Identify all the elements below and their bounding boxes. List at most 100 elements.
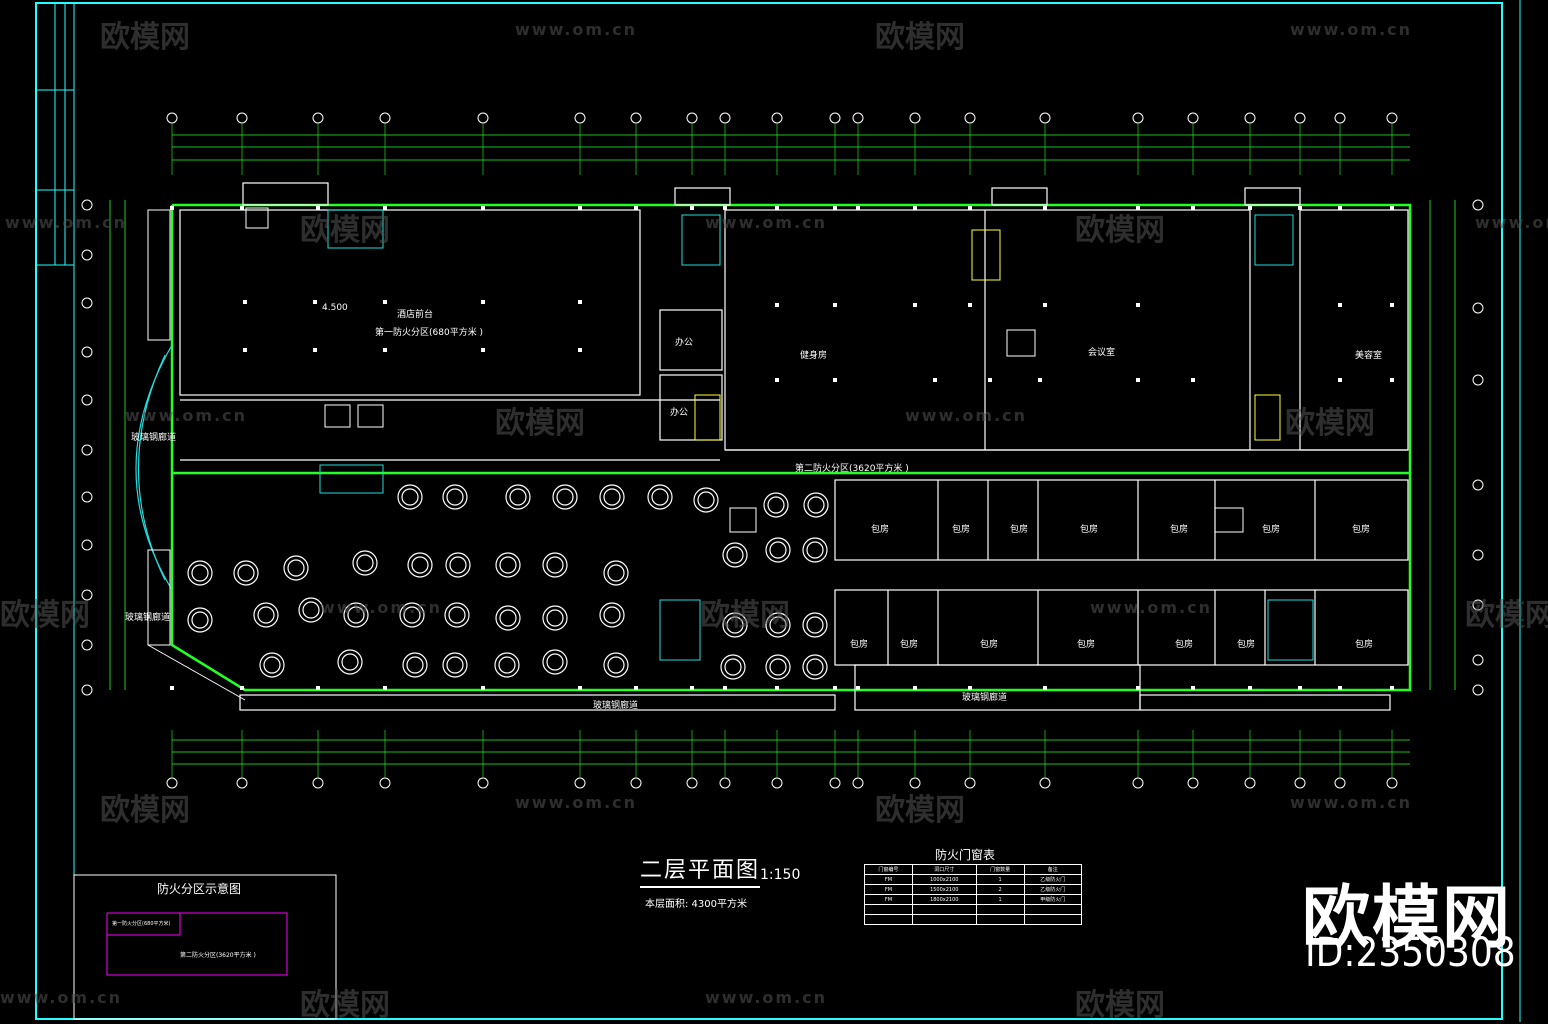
table-row: FM 1500x2100 2 乙级防火门 <box>864 884 1083 895</box>
column <box>1191 686 1195 690</box>
dining-table <box>259 652 285 678</box>
dining-table <box>693 487 719 513</box>
axis-bubble <box>477 777 489 789</box>
axis-bubble <box>81 249 93 261</box>
column <box>775 206 779 210</box>
column <box>833 378 837 382</box>
label-corridor-glass-1: 玻璃钢廊道 <box>131 433 177 443</box>
label-private-room: 包房 <box>1352 525 1371 535</box>
axis-bubble <box>909 112 921 124</box>
label-beauty: 美容室 <box>1355 351 1383 361</box>
dining-table-inner <box>448 606 466 624</box>
column <box>833 686 837 690</box>
dining-table <box>407 552 433 578</box>
label-private-room: 包房 <box>1262 525 1281 535</box>
label-elevation: 4.500 <box>322 303 348 313</box>
interior-walls <box>179 182 1409 711</box>
axis-bubble <box>1334 777 1346 789</box>
axis-bubble <box>852 777 864 789</box>
dining-table-inner <box>263 656 281 674</box>
structural-columns <box>170 206 1394 690</box>
dining-table-inner <box>607 656 625 674</box>
dining-table-inner <box>406 656 424 674</box>
axis-bubble <box>719 777 731 789</box>
axis-bubble <box>81 684 93 696</box>
table-cell: 1 <box>975 894 1025 905</box>
dining-table <box>802 612 828 638</box>
label-private-room: 包房 <box>871 525 890 535</box>
column <box>723 206 727 210</box>
column <box>1390 206 1394 210</box>
axis-bubble <box>81 539 93 551</box>
table-cell: 1800x2100 <box>911 894 977 905</box>
column <box>775 686 779 690</box>
axis-bubbles-bottom <box>166 730 1398 789</box>
axis-bubble <box>852 112 864 124</box>
door-schedule-header-row: 门窗编号 洞口尺寸 门窗数量 备注 <box>864 864 1083 875</box>
column <box>1390 686 1394 690</box>
dining-table-inner <box>651 488 669 506</box>
column <box>316 206 320 210</box>
axis-bubble <box>1472 654 1484 666</box>
legend-zone2-label: 第二防火分区(3620平方米 ) <box>180 952 256 959</box>
label-private-room: 包房 <box>1175 640 1194 650</box>
column <box>243 300 247 304</box>
column <box>1338 686 1342 690</box>
dining-table-inner <box>446 488 464 506</box>
axis-bubble <box>81 444 93 456</box>
axis-bubble <box>1334 112 1346 124</box>
dining-table-inner <box>556 488 574 506</box>
dining-table-inner <box>257 606 275 624</box>
dining-table-inner <box>287 559 305 577</box>
dining-table-inner <box>509 488 527 506</box>
axis-bubble <box>1187 112 1199 124</box>
axis-bubble <box>236 112 248 124</box>
axis-bubbles-top <box>166 112 1398 175</box>
table-row: FM 1800x2100 1 甲级防火门 <box>864 894 1083 905</box>
dining-table <box>722 542 748 568</box>
column <box>1136 686 1140 690</box>
label-private-room: 包房 <box>850 640 869 650</box>
label-private-room: 包房 <box>1077 640 1096 650</box>
label-private-room: 包房 <box>1237 640 1256 650</box>
axis-bubble <box>1472 302 1484 314</box>
legend-zone-outline <box>106 912 288 976</box>
column <box>968 686 972 690</box>
column <box>856 686 860 690</box>
column <box>243 348 247 352</box>
label-private-room: 包房 <box>980 640 999 650</box>
label-private-room: 包房 <box>900 640 919 650</box>
dining-table <box>495 605 521 631</box>
label-conference: 会议室 <box>1088 348 1116 358</box>
dining-table-inner <box>341 653 359 671</box>
axis-bubbles-right <box>1472 199 1484 696</box>
dining-table <box>722 612 748 638</box>
label-corridor-glass-4: 玻璃钢廊道 <box>962 693 1008 703</box>
axis-bubble <box>1472 199 1484 211</box>
dining-table <box>445 552 471 578</box>
column <box>1338 206 1342 210</box>
axis-bubble <box>236 777 248 789</box>
dining-table-inner <box>411 556 429 574</box>
dining-table <box>442 652 468 678</box>
drawing-scale: 1:150 <box>760 867 801 883</box>
inner-frame <box>73 2 1503 1020</box>
dining-table-inner <box>806 616 824 634</box>
axis-bubble <box>964 777 976 789</box>
column <box>856 206 860 210</box>
axis-bubble <box>771 777 783 789</box>
dining-table-inner <box>603 488 621 506</box>
table-row <box>864 904 1083 915</box>
column <box>968 303 972 307</box>
dining-table-inner <box>767 496 785 514</box>
label-private-room: 包房 <box>1170 525 1189 535</box>
axis-bubble <box>1039 112 1051 124</box>
legend-box <box>73 874 337 1020</box>
area-note: 本层面积: 4300平方米 <box>645 899 747 910</box>
column <box>383 348 387 352</box>
dining-table-inner <box>302 601 320 619</box>
corner-watermark-logo: 欧模网 <box>1302 879 1513 958</box>
label-private-room: 包房 <box>1355 640 1374 650</box>
column <box>383 300 387 304</box>
dining-table-inner <box>806 658 824 676</box>
